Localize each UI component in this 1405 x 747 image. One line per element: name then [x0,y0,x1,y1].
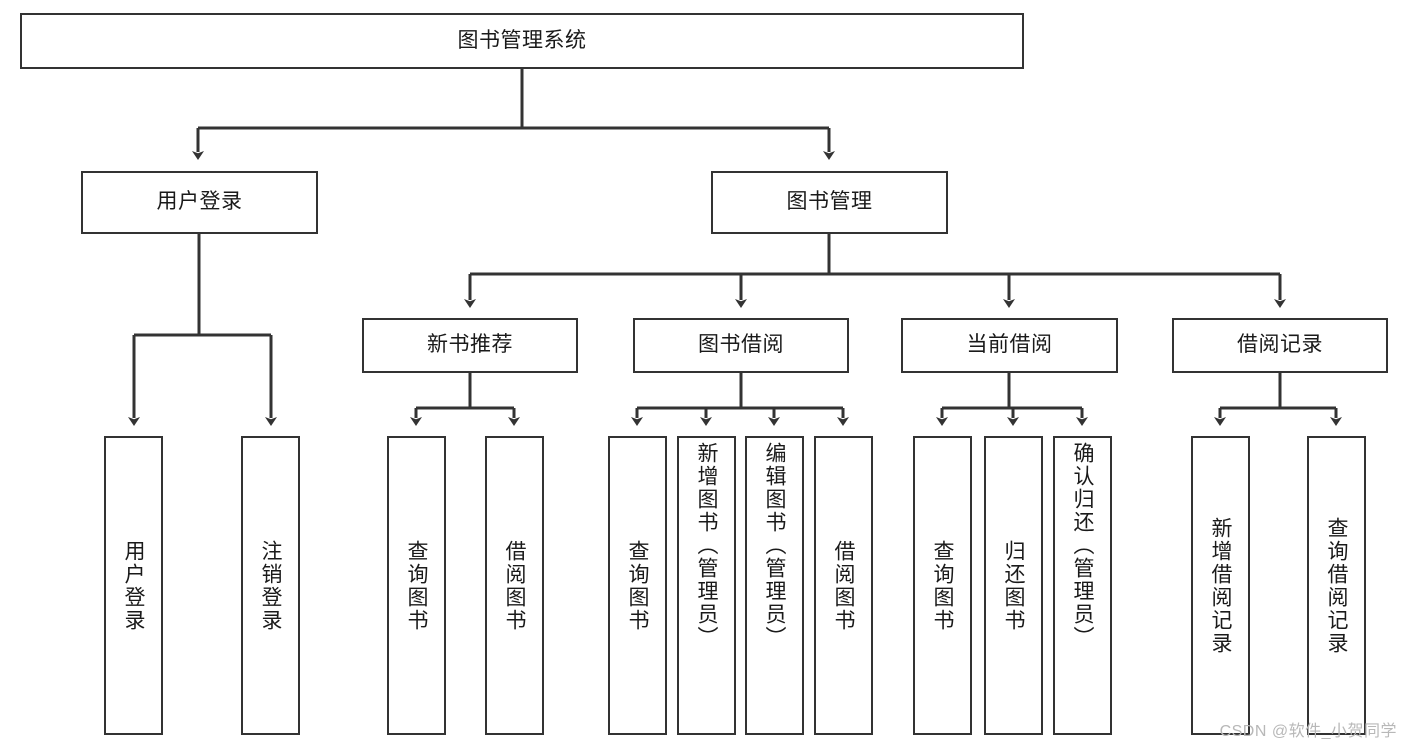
node-leaf-borrow-book-2[interactable]: 借阅图书 [814,436,873,735]
node-leaf-edit-book-label: 编辑图书（管理员） [763,442,786,649]
node-leaf-add-record-label: 新增借阅记录 [1209,516,1232,655]
node-leaf-return-book[interactable]: 归还图书 [984,436,1043,735]
node-leaf-edit-book[interactable]: 编辑图书（管理员） [745,436,804,735]
node-root[interactable]: 图书管理系统 [20,13,1024,69]
node-book-manage-label: 图书管理 [786,190,873,214]
node-leaf-query-book-2-label: 查询图书 [626,539,649,632]
node-leaf-add-record[interactable]: 新增借阅记录 [1191,436,1250,735]
node-leaf-query-book-2[interactable]: 查询图书 [608,436,667,735]
node-user-login-label: 用户登录 [156,190,243,214]
node-book-borrow-label: 图书借阅 [698,333,784,357]
node-leaf-borrow-book-2-label: 借阅图书 [832,539,855,632]
node-leaf-user-login[interactable]: 用户登录 [104,436,163,735]
node-leaf-user-login-label: 用户登录 [122,539,145,632]
node-book-borrow[interactable]: 图书借阅 [633,318,849,373]
node-current-borrow-label: 当前借阅 [966,333,1053,357]
node-leaf-borrow-book-1[interactable]: 借阅图书 [485,436,544,735]
node-leaf-query-record[interactable]: 查询借阅记录 [1307,436,1366,735]
node-leaf-borrow-book-1-label: 借阅图书 [503,539,526,632]
node-leaf-confirm-return[interactable]: 确认归还（管理员） [1053,436,1112,735]
node-borrow-record-label: 借阅记录 [1237,333,1323,357]
node-leaf-logout[interactable]: 注销登录 [241,436,300,735]
node-leaf-query-book-1-label: 查询图书 [405,539,428,632]
node-current-borrow[interactable]: 当前借阅 [901,318,1118,373]
node-book-manage[interactable]: 图书管理 [711,171,948,234]
node-user-login[interactable]: 用户登录 [81,171,318,234]
node-borrow-record[interactable]: 借阅记录 [1172,318,1388,373]
node-leaf-add-book-label: 新增图书（管理员） [695,442,718,649]
node-new-book-recommend[interactable]: 新书推荐 [362,318,578,373]
node-leaf-query-book-1[interactable]: 查询图书 [387,436,446,735]
node-leaf-query-book-3[interactable]: 查询图书 [913,436,972,735]
node-leaf-confirm-return-label: 确认归还（管理员） [1071,442,1094,649]
node-root-label: 图书管理系统 [457,28,587,52]
node-leaf-query-book-3-label: 查询图书 [931,539,954,632]
node-leaf-query-record-label: 查询借阅记录 [1325,516,1348,655]
node-leaf-add-book[interactable]: 新增图书（管理员） [677,436,736,735]
watermark-csdn: CSDN @软件_小贺同学 [1219,723,1397,740]
node-leaf-return-book-label: 归还图书 [1002,539,1025,632]
node-new-book-recommend-label: 新书推荐 [427,333,513,357]
node-leaf-logout-label: 注销登录 [259,539,282,632]
